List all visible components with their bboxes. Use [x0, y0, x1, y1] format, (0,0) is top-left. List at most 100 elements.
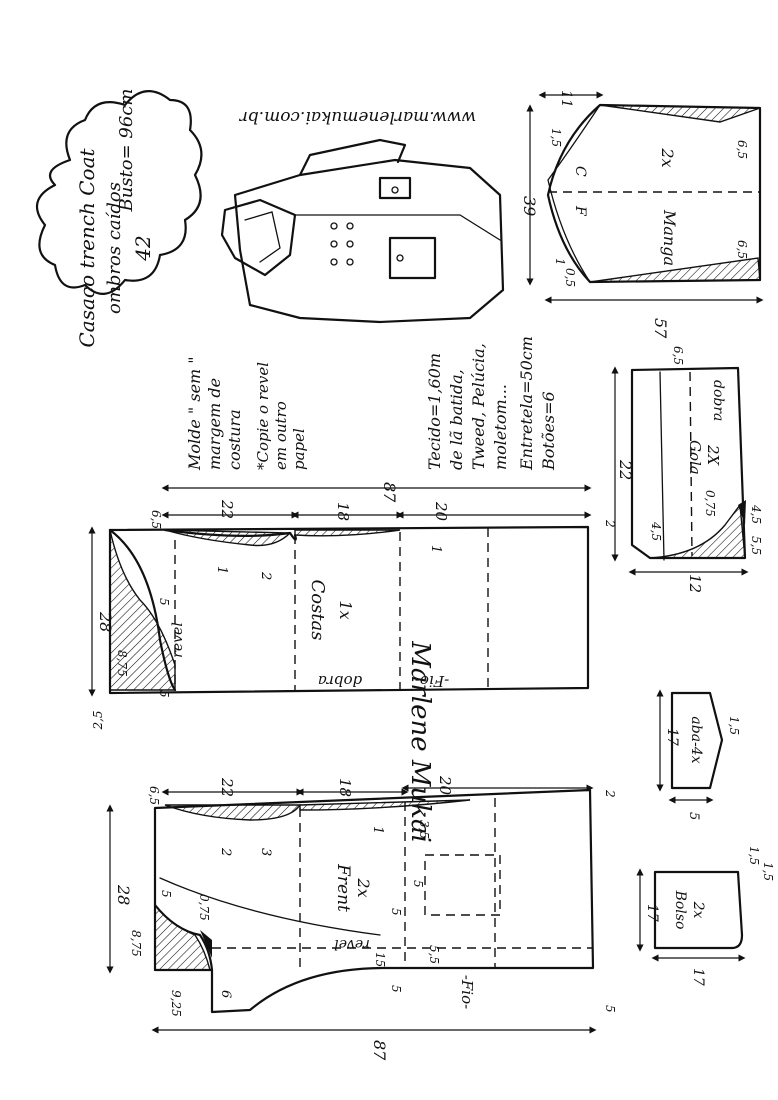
coat-lapel — [220, 198, 297, 277]
coat-front-edge — [294, 214, 501, 241]
coat-button — [346, 222, 354, 230]
back-dim-87: 87 — [380, 482, 399, 503]
back-armhole-curve — [163, 528, 297, 541]
sleeve-mark-c: C — [572, 166, 588, 177]
front-lapel-line — [159, 877, 381, 936]
title-block: Casaco trench Coat ombros caídos 42 Bust… — [35, 89, 203, 348]
tab-dim-17: 17 — [664, 728, 680, 746]
front-d-5e: 5 — [603, 1005, 617, 1013]
front-outline — [153, 788, 595, 1014]
sleeve-d-1: 1 — [553, 258, 567, 266]
sleeve-d-65b: 6,5 — [735, 240, 749, 259]
sleeve-d-05: 0,5 — [563, 268, 577, 287]
back-grain: -Fio- — [415, 672, 449, 690]
front-pattern: Frent 2x -Fio- revel 87 22 18 20 28 6,5 … — [106, 775, 617, 1061]
front-qty: 2x — [354, 877, 373, 897]
back-dim-18: 18 — [334, 502, 352, 521]
front-d-1: 1 — [370, 826, 385, 834]
front-dim-22: 22 — [218, 777, 236, 797]
note-molde-2: margem de — [205, 378, 224, 470]
note-copy-1: *Copie o revel — [254, 362, 272, 470]
pocket-d-15b: 1,5 — [761, 862, 775, 881]
coat-button — [330, 240, 338, 248]
back-outline — [108, 525, 590, 695]
front-d-6: 6 — [218, 990, 233, 998]
back-d-875: 8,75 — [115, 650, 129, 677]
note-copy-3: papel — [290, 428, 308, 470]
coat-button — [346, 258, 354, 266]
front-d-925: 9,25 — [169, 990, 183, 1017]
tab-pattern: aba-4x 17 5 1,5 — [656, 689, 741, 820]
back-side-hatch — [294, 529, 401, 537]
back-dim-65: 6,5 — [149, 510, 163, 529]
front-d-5b: 5 — [159, 890, 173, 898]
back-d-5a: 5 — [157, 598, 171, 606]
sleeve-dim-width: 57 — [651, 318, 670, 339]
back-d-5b: 5 — [157, 690, 171, 698]
back-d-25: 2,5 — [91, 710, 105, 730]
pocket-qty: 2x — [690, 901, 706, 919]
title-size: 42 — [131, 235, 155, 261]
coat-body-outline — [233, 158, 505, 324]
back-neck-curve — [108, 528, 177, 692]
back-pattern: Costas 1x dobra -Fio- revel 87 22 18 20 … — [88, 482, 617, 731]
note-molde-1: Molde " sem " — [185, 356, 204, 471]
website-url: www.marlenemukai.com.br — [239, 107, 476, 127]
back-dim-28: 28 — [96, 611, 115, 632]
sleeve-pattern: Manga 2x F C 11 39 57 1,5 1 0,5 6,5 6,5 — [520, 90, 764, 339]
coat-button — [396, 254, 404, 262]
tab-label: aba-4x — [688, 716, 704, 763]
sleeve-label: Manga — [660, 209, 679, 266]
back-qty: 1x — [336, 600, 355, 619]
collar-dim-65: 6,5 — [671, 346, 685, 365]
collar-dim-12: 12 — [686, 574, 704, 593]
back-dim-2: 2 — [603, 519, 617, 528]
note-molde-3: costura — [225, 409, 244, 470]
front-d-55: 5,5 — [427, 945, 441, 964]
back-d-1a: 1 — [214, 566, 229, 574]
sleeve-qty: 2x — [658, 147, 677, 167]
collar-d-45b: 4,5 — [749, 504, 763, 524]
tab-d-15: 1,5 — [727, 716, 741, 735]
back-dim-20: 20 — [432, 501, 450, 522]
materials-block: Tecido=1,60m de lã batida, Tweed, Pelúci… — [425, 336, 558, 471]
signature: Marlene Mukai — [405, 640, 435, 843]
collar-fold-label: dobra — [710, 380, 726, 421]
front-revel: revel — [334, 936, 370, 952]
collar-outline — [630, 366, 747, 560]
pocket-outline — [653, 870, 744, 950]
notes-block: Molde " sem " margem de costura *Copie o… — [185, 356, 308, 471]
tab-outline — [670, 691, 724, 790]
coat-button — [346, 240, 354, 248]
sleeve-d-15: 1,5 — [549, 128, 563, 147]
collar-d-075: 0,75 — [703, 490, 717, 517]
material-line6: Botões=6 — [539, 391, 558, 471]
collar-fold-line — [659, 371, 665, 561]
material-line3: Tweed, Pelúcia, — [469, 343, 488, 470]
pocket-pattern: Bolso 2x 17 17 1,5 1,5 — [636, 846, 775, 986]
coat-lapel-inner — [244, 211, 281, 263]
front-d-5d: 5 — [389, 908, 403, 916]
pocket-dim-17b: 17 — [690, 968, 706, 986]
back-d-2: 2 — [258, 571, 273, 580]
front-d-2: 2 — [218, 847, 233, 856]
material-line1: Tecido=1,60m — [425, 353, 444, 470]
collar-d-55: 5,5 — [749, 536, 763, 555]
front-dim-20: 20 — [436, 775, 454, 796]
coat-chest-flap — [378, 176, 412, 200]
title-cloud-outline — [35, 90, 203, 295]
pocket-d-15a: 1,5 — [747, 846, 761, 865]
sleeve-outline — [546, 103, 762, 284]
back-revel: revel — [170, 622, 186, 658]
coat-sleeve-outline — [298, 138, 407, 177]
front-pocket-placement — [424, 854, 501, 916]
front-d-5a: 5 — [411, 880, 425, 888]
front-side-hatch — [299, 799, 471, 811]
coat-illustration — [220, 138, 505, 324]
sleeve-cap-curve — [547, 104, 601, 283]
front-d-3: 3 — [258, 848, 273, 856]
pocket-dim-17a: 17 — [644, 904, 660, 922]
front-d-15: 15 — [373, 952, 387, 967]
material-line4: moletom... — [491, 384, 510, 470]
